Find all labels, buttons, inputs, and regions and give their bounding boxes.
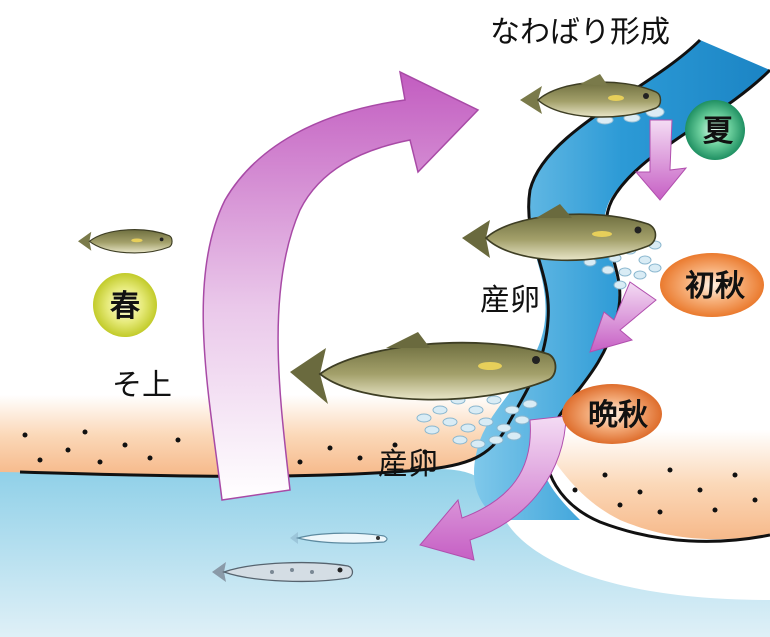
- fish-early-autumn: [462, 204, 656, 260]
- fish-summer: [520, 74, 661, 117]
- season-late-autumn-label: 晩秋: [588, 398, 648, 433]
- upstream-label: そ上: [112, 368, 172, 403]
- season-early-autumn-label: 初秋: [685, 269, 745, 304]
- spawning-lower-label: 産卵: [378, 447, 438, 482]
- season-early-autumn: 初秋: [660, 253, 764, 317]
- territory-label: なわばり形成: [490, 15, 670, 50]
- season-spring: 春: [93, 273, 157, 337]
- season-late-autumn: 晩秋: [562, 384, 662, 444]
- season-summer-label: 夏: [703, 114, 734, 149]
- season-summer: 夏: [685, 100, 745, 160]
- spawning-upper-label: 産卵: [480, 283, 540, 318]
- season-spring-label: 春: [110, 289, 140, 324]
- land-right: [540, 430, 770, 539]
- fish-spring: [78, 230, 172, 253]
